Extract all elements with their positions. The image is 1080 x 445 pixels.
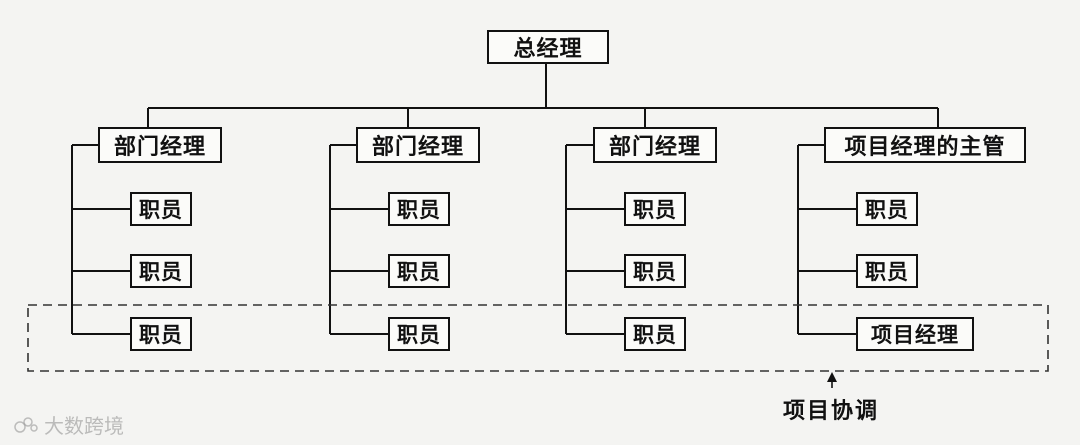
watermark: 大数跨境 (12, 410, 124, 439)
member-2-2: 职员 (388, 254, 450, 288)
member-1-1: 职员 (130, 192, 192, 226)
member-4-3: 项目经理 (856, 317, 974, 351)
member-2-3: 职员 (388, 317, 450, 351)
member-1-3: 职员 (130, 317, 192, 351)
member-3-3: 职员 (624, 317, 686, 351)
member-4-1: 职员 (856, 192, 918, 226)
root-node: 总经理 (487, 30, 609, 64)
member-4-2: 职员 (856, 254, 918, 288)
member-3-2: 职员 (624, 254, 686, 288)
department-head-3: 部门经理 (593, 127, 717, 163)
member-2-1: 职员 (388, 192, 450, 226)
department-head-2: 部门经理 (356, 127, 480, 163)
watermark-text: 大数跨境 (44, 414, 124, 438)
member-1-2: 职员 (130, 254, 192, 288)
member-3-1: 职员 (624, 192, 686, 226)
logo-icon (14, 416, 38, 433)
department-head-1: 部门经理 (98, 127, 222, 163)
project-coordination-region (27, 304, 1049, 372)
annotation-arrowhead (827, 372, 837, 382)
department-head-4: 项目经理的主管 (824, 127, 1026, 163)
project-coordination-label: 项目协调 (783, 399, 880, 424)
